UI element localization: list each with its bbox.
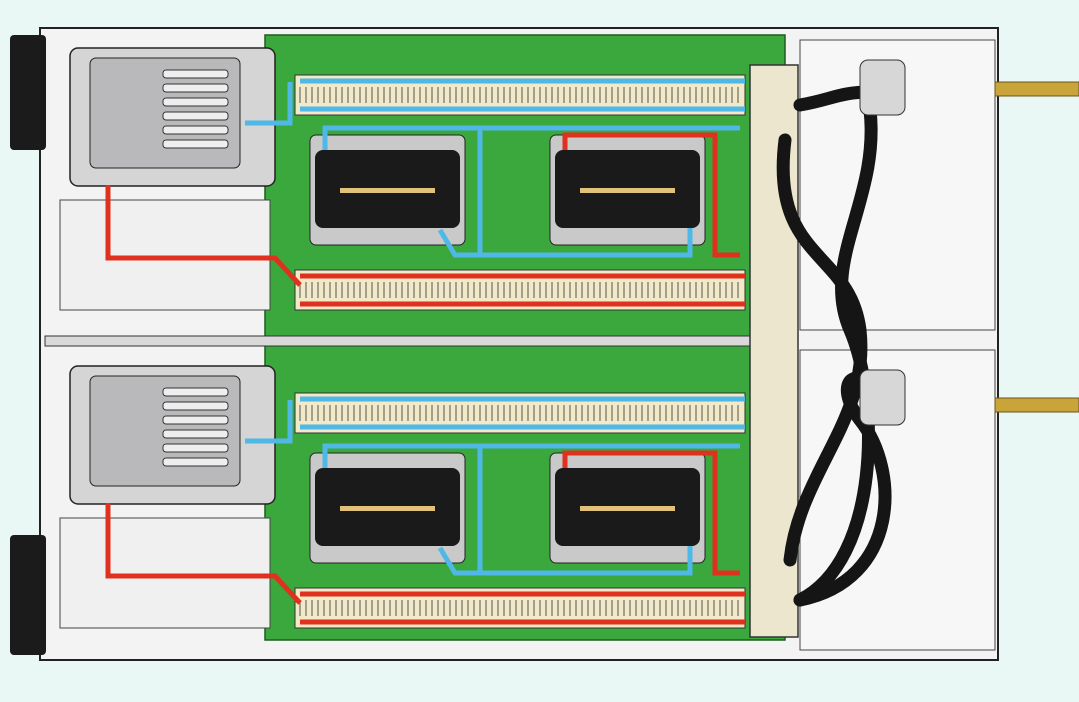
- bezel-handle-bottom[interactable]: [10, 535, 46, 655]
- hot-line: [105, 450, 740, 605]
- cold-loop: [322, 443, 740, 576]
- memory-slot-icon: [294, 269, 746, 311]
- cpu-icon: [549, 452, 706, 564]
- memory-slot-icon: [294, 587, 746, 629]
- memory-slot-icon: [294, 392, 746, 434]
- pump-icon: [69, 365, 276, 505]
- cold-line: [245, 400, 293, 444]
- cpu-icon: [309, 134, 466, 246]
- server-node-1: [59, 47, 746, 311]
- cold-loop: [322, 125, 740, 258]
- bezel-handle-top[interactable]: [10, 35, 46, 150]
- node-divider: [44, 335, 786, 347]
- pump-icon: [69, 47, 276, 187]
- cold-line: [245, 82, 293, 126]
- server-node-2: [59, 365, 746, 629]
- memory-slot-icon: [294, 74, 746, 116]
- cpu-icon: [309, 452, 466, 564]
- fitting-icon: [859, 59, 1079, 426]
- cpu-icon: [549, 134, 706, 246]
- hot-line: [105, 132, 740, 287]
